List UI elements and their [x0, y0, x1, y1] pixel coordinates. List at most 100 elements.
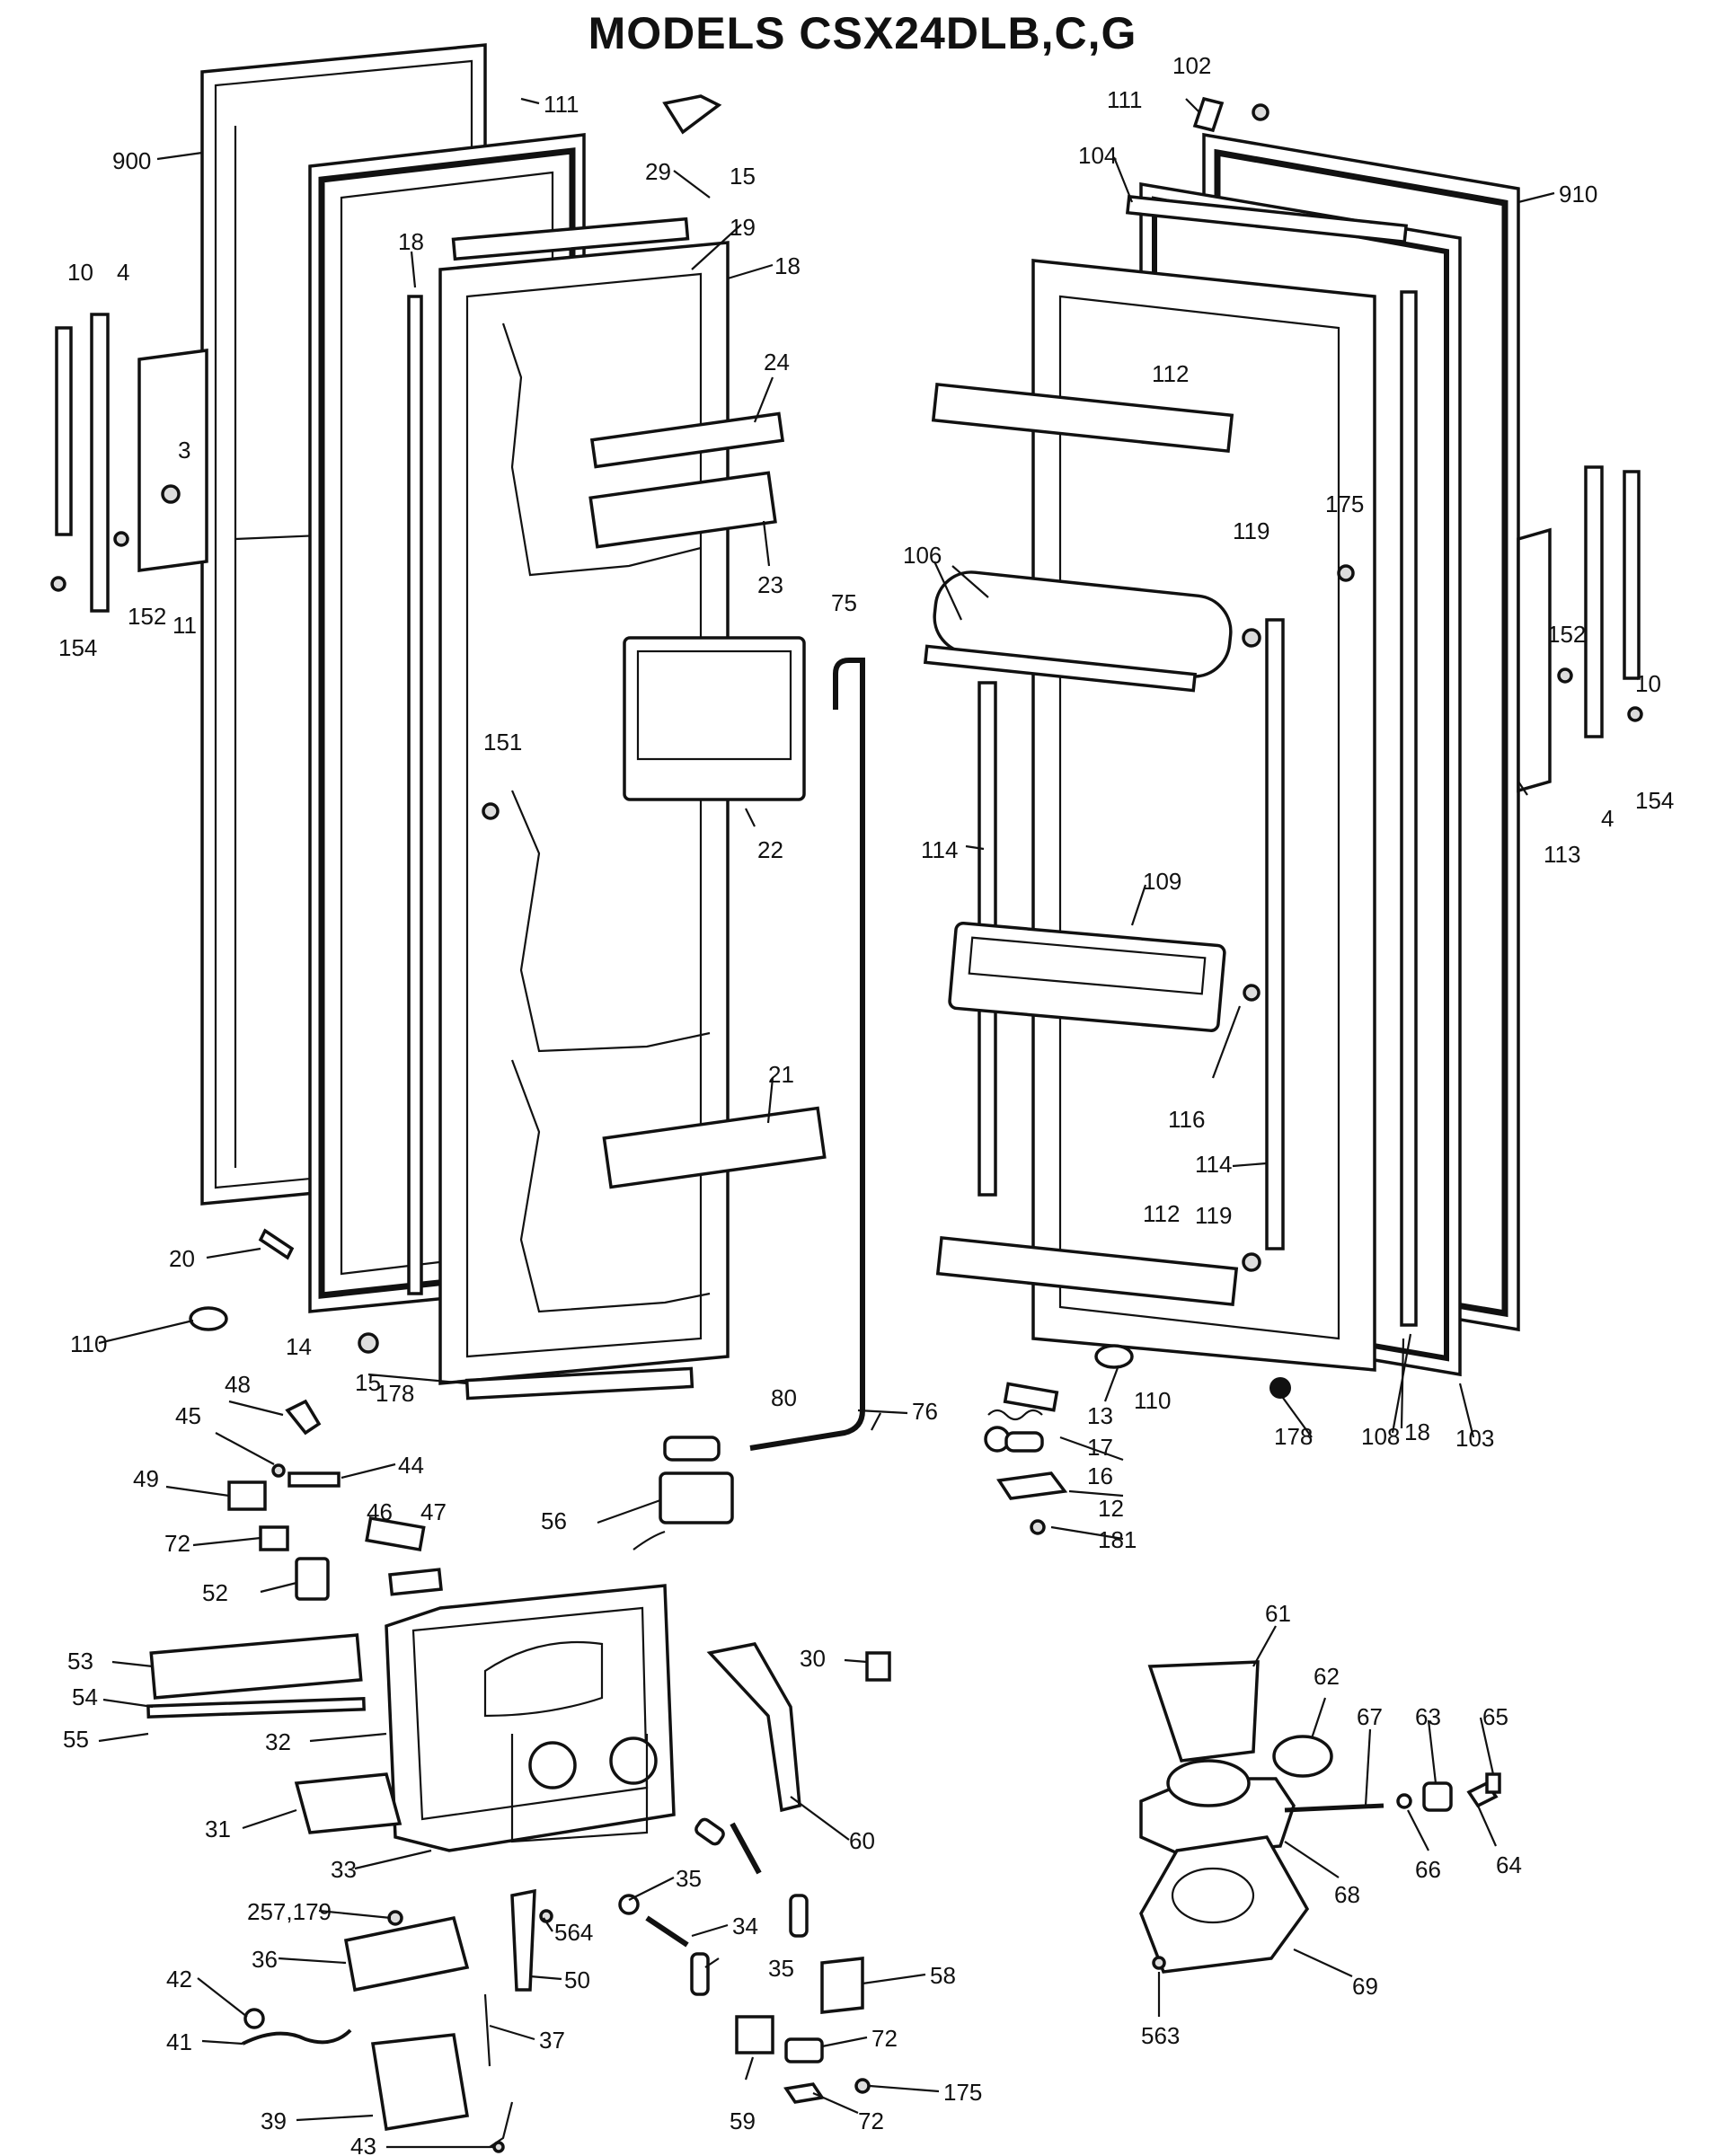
label-62: 62 — [1314, 1663, 1340, 1690]
label-116: 116 — [1168, 1106, 1205, 1133]
dispenser-housing-icon — [146, 1399, 891, 2153]
hinge-hardware — [984, 1382, 1068, 1535]
label-10-right: 10 — [1635, 670, 1661, 697]
label-23: 23 — [757, 571, 783, 598]
label-152: 152 — [128, 603, 166, 630]
label-16: 16 — [1087, 1462, 1113, 1489]
ice-crusher-icon — [1139, 1660, 1501, 1974]
label-119-bottom: 119 — [1195, 1202, 1232, 1229]
label-80: 80 — [771, 1384, 797, 1411]
tube-fitting — [663, 1436, 721, 1462]
label-72-right: 72 — [871, 2025, 898, 2052]
label-113: 113 — [1544, 841, 1580, 868]
label-18-right: 18 — [1404, 1418, 1430, 1445]
label-11: 11 — [172, 612, 197, 639]
label-50: 50 — [564, 1966, 590, 1993]
dispenser-housing — [385, 1584, 676, 1852]
label-36: 36 — [252, 1946, 278, 1973]
label-56: 56 — [541, 1507, 567, 1534]
label-563: 563 — [1141, 2022, 1180, 2049]
shelf-bar-21 — [602, 1106, 827, 1189]
label-154: 154 — [58, 634, 97, 661]
label-76: 76 — [912, 1398, 938, 1425]
label-15: 15 — [730, 163, 756, 190]
handle-bracket-right — [1517, 527, 1552, 793]
shelf-bar-24 — [589, 411, 785, 469]
label-910: 910 — [1559, 181, 1597, 208]
label-63: 63 — [1415, 1703, 1441, 1730]
shelf-bar-23 — [588, 471, 777, 549]
label-14: 14 — [286, 1333, 312, 1360]
dispenser-panel — [623, 636, 806, 801]
label-18: 18 — [774, 252, 801, 279]
label-54: 54 — [72, 1683, 98, 1710]
label-35: 35 — [676, 1865, 702, 1892]
gasket-disc — [1272, 1735, 1333, 1778]
label-175: 175 — [1325, 490, 1364, 517]
label-39: 39 — [261, 2107, 287, 2134]
shelf-rail-right — [1265, 618, 1285, 1250]
label-111-right: 111 — [1107, 86, 1143, 113]
label-69: 69 — [1352, 1973, 1378, 2000]
label-114: 114 — [921, 836, 958, 863]
label-175-lower: 175 — [943, 2079, 982, 2106]
label-178-right: 178 — [1274, 1423, 1313, 1450]
label-112: 112 — [1152, 360, 1189, 387]
label-35-lower: 35 — [768, 1955, 794, 1982]
label-72: 72 — [164, 1530, 190, 1557]
breaker-strip-right — [1400, 290, 1418, 1327]
label-58: 58 — [930, 1962, 956, 1989]
mounting-bracket — [706, 1642, 801, 1813]
label-110-right: 110 — [1134, 1387, 1171, 1414]
label-104: 104 — [1078, 142, 1117, 169]
label-257-179: 257,179 — [247, 1898, 332, 1925]
door-bin — [948, 922, 1226, 1032]
label-67: 67 — [1357, 1703, 1383, 1730]
label-900: 900 — [112, 147, 151, 174]
hinge-bracket-left — [90, 313, 110, 613]
label-52: 52 — [202, 1579, 228, 1606]
label-152-right: 152 — [1547, 621, 1586, 648]
ice-chute — [1147, 1660, 1260, 1763]
label-17: 17 — [1087, 1434, 1113, 1461]
label-72-lower: 72 — [858, 2107, 884, 2134]
label-18-left: 18 — [398, 228, 424, 255]
label-12: 12 — [1098, 1495, 1124, 1522]
solenoid — [659, 1471, 734, 1524]
label-59: 59 — [730, 2107, 756, 2134]
label-44: 44 — [398, 1452, 424, 1479]
label-4: 4 — [117, 259, 129, 286]
shelf-bar-112-bottom — [935, 1235, 1239, 1307]
fresh-food-door-icon — [923, 96, 1643, 1399]
label-33: 33 — [331, 1856, 357, 1883]
callout-labels: 900 111 29 15 19 18 18 10 4 3 152 154 11… — [58, 52, 1674, 2156]
label-68: 68 — [1334, 1881, 1360, 1908]
hinge-bracket-right — [1584, 465, 1604, 738]
label-564: 564 — [554, 1919, 593, 1946]
label-119: 119 — [1233, 517, 1269, 544]
label-45: 45 — [175, 1402, 201, 1429]
bottom-trim — [464, 1366, 694, 1401]
label-102: 102 — [1172, 52, 1211, 79]
label-15-bottom: 15 — [355, 1369, 381, 1396]
label-48: 48 — [225, 1371, 251, 1398]
diagram-title: MODELS CSX24DLB,C,G — [588, 8, 1137, 58]
label-30: 30 — [800, 1645, 826, 1672]
breaker-strip-left — [407, 295, 423, 1295]
label-178: 178 — [376, 1380, 414, 1407]
label-154-right: 154 — [1635, 787, 1674, 814]
wire-cap — [662, 94, 722, 135]
shelf-bar-112-top — [931, 382, 1234, 454]
label-4-right: 4 — [1601, 805, 1614, 832]
drip-tray — [294, 1772, 402, 1834]
label-108: 108 — [1361, 1423, 1400, 1450]
freezer-door-icon — [50, 43, 865, 1462]
label-34: 34 — [732, 1913, 758, 1940]
hinge-strip-right — [1623, 470, 1641, 680]
water-tube — [749, 658, 865, 1451]
relay-box — [370, 2033, 470, 2132]
handle-bracket-left — [137, 349, 208, 572]
label-53: 53 — [67, 1648, 93, 1674]
label-61: 61 — [1265, 1600, 1291, 1627]
